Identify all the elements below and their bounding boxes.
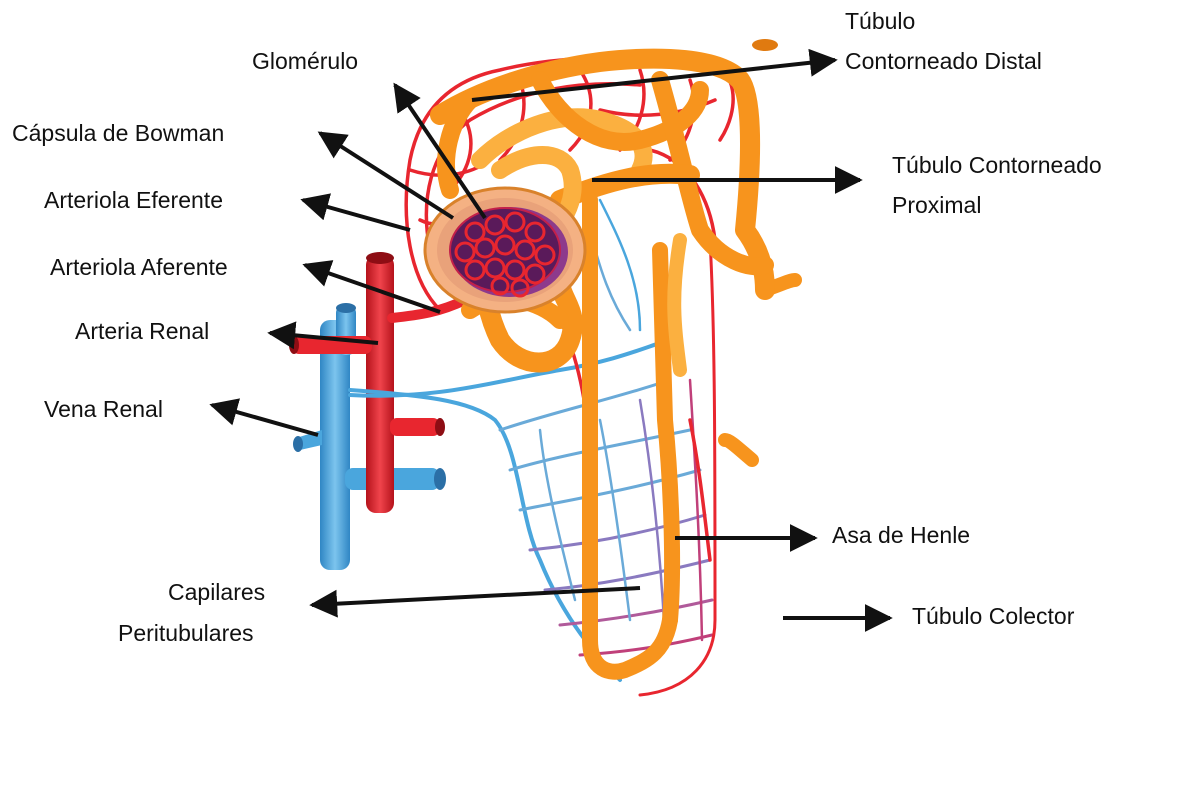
label-tubulo-distal-line1: Túbulo [845, 6, 915, 36]
renal-tubules [440, 39, 795, 770]
label-asa-henle: Asa de Henle [832, 520, 970, 550]
label-tubulo-proximal-line2: Proximal [892, 190, 981, 220]
label-tubulo-distal-line2: Contorneado Distal [845, 46, 1042, 76]
label-tubulo-colector: Túbulo Colector [912, 601, 1074, 631]
label-capilares-line2: Peritubulares [118, 618, 254, 648]
label-glomerulo: Glomérulo [252, 46, 358, 76]
label-vena-renal: Vena Renal [44, 394, 163, 424]
label-arteria-renal: Arteria Renal [75, 316, 209, 346]
label-capsula-bowman: Cápsula de Bowman [12, 118, 224, 148]
label-tubulo-proximal-line1: Túbulo Contorneado [892, 150, 1102, 180]
arrow-vena-renal [212, 405, 318, 435]
pointer-arrows [212, 60, 890, 618]
label-arteriola-eferente: Arteriola Eferente [44, 185, 223, 215]
arrow-arteriola-eferente [303, 200, 410, 230]
label-capilares-line1: Capilares [168, 577, 265, 607]
label-arteriola-aferente: Arteriola Aferente [50, 252, 228, 282]
